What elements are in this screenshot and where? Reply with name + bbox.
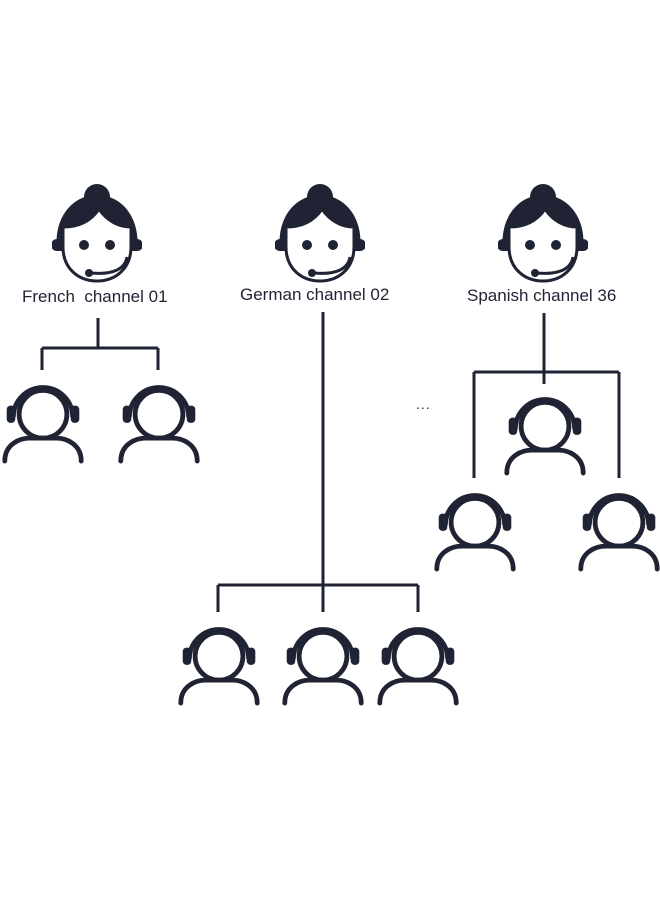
spanish-connector [472, 313, 621, 478]
german-supervisor-icon [275, 183, 365, 283]
more-channels-ellipsis: ... [416, 396, 431, 412]
connector-lines [40, 312, 621, 612]
spanish-operator-icon [437, 496, 513, 570]
french-operator-icon [121, 388, 197, 462]
spanish-operator-icon [507, 400, 583, 474]
spanish-supervisor-icon [498, 183, 588, 283]
french-supervisor-icon [52, 183, 142, 283]
french-channel-label: French channel 01 [22, 287, 168, 306]
german-operator-icon [380, 630, 456, 704]
german-channel-label: German channel 02 [240, 285, 390, 304]
german-connector [216, 312, 420, 612]
german-operator-icon [285, 630, 361, 704]
german-operator-icon [181, 630, 257, 704]
french-operator-icon [5, 388, 81, 462]
spanish-channel-label: Spanish channel 36 [467, 286, 617, 305]
french-connector [40, 318, 160, 370]
spanish-operator-icon [581, 496, 657, 570]
